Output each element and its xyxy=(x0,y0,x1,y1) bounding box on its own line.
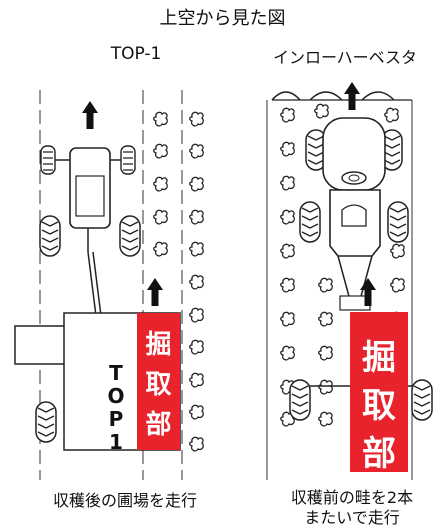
diagram-title: 上空から見た図 xyxy=(159,8,286,29)
tractor-icon xyxy=(39,145,141,317)
right-digger-label-1: 掘 xyxy=(362,338,396,378)
digging-section xyxy=(137,313,180,450)
left-digger-label-1: 掘 xyxy=(145,330,172,360)
left-heading: TOP-1 xyxy=(110,44,162,64)
right-field xyxy=(266,91,413,480)
machine-label-p: P xyxy=(108,407,124,431)
machine-label-o: O xyxy=(107,384,125,408)
right-digger-label-3: 部 xyxy=(362,434,396,474)
harvester-icon xyxy=(289,117,433,421)
machine-label-1: 1 xyxy=(109,430,123,454)
right-caption-line-2: またいで走行 xyxy=(304,508,400,527)
right-heading: インローハーベスタ xyxy=(272,48,417,67)
top1-machine xyxy=(14,312,181,451)
left-digger-label-3: 部 xyxy=(145,410,172,440)
left-digger-label-2: 取 xyxy=(145,370,172,400)
left-caption: 収穫後の圃場を走行 xyxy=(52,491,197,510)
machine-label-t: T xyxy=(109,361,123,385)
digging-section xyxy=(350,312,408,472)
right-digger-label-2: 取 xyxy=(362,386,396,426)
right-caption-line-1: 収穫前の畦を2本 xyxy=(290,488,414,507)
